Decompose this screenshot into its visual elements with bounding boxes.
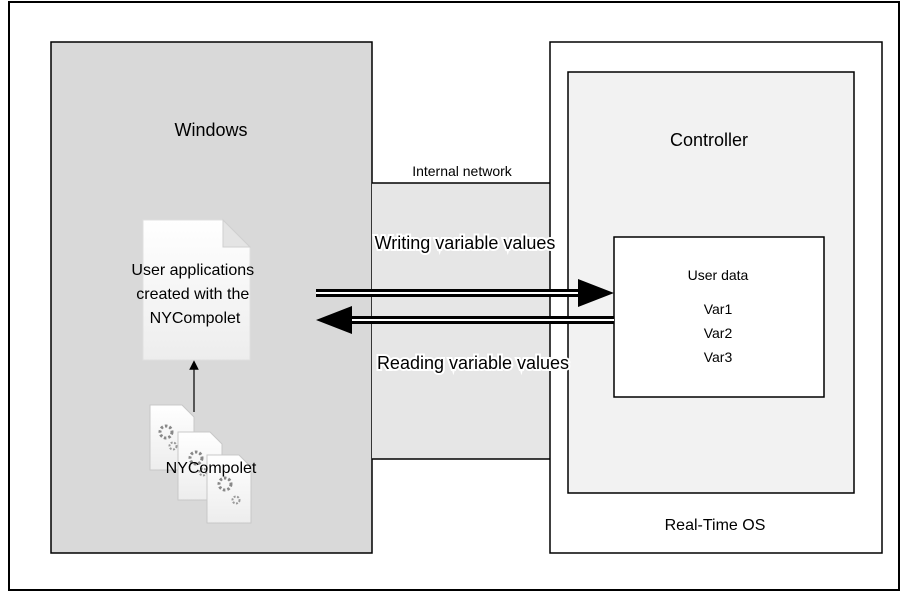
write-arrow — [316, 279, 614, 307]
gear-document-icon — [206, 454, 252, 524]
user-app-label: User applications created with the NYCom… — [131, 262, 258, 327]
user-data-title: User data — [688, 267, 749, 283]
user-app-line: created with the — [136, 286, 249, 303]
var-label: Var1 — [704, 301, 733, 317]
user-data-box — [613, 236, 825, 398]
rtos-label: Real-Time OS — [665, 517, 766, 534]
var-label: Var2 — [704, 325, 733, 341]
read-arrow — [316, 306, 614, 334]
write-label: Writing variable values — [375, 233, 556, 253]
var-label: Var3 — [704, 349, 733, 365]
controller-title: Controller — [670, 130, 748, 150]
windows-title: Windows — [174, 120, 247, 140]
user-app-line: User applications — [131, 262, 254, 279]
network-label: Internal network — [412, 163, 513, 179]
library-label: NYCompolet — [166, 460, 257, 477]
read-label: Reading variable values — [377, 353, 569, 373]
document-icon — [142, 218, 252, 361]
user-app-line: NYCompolet — [150, 310, 241, 327]
